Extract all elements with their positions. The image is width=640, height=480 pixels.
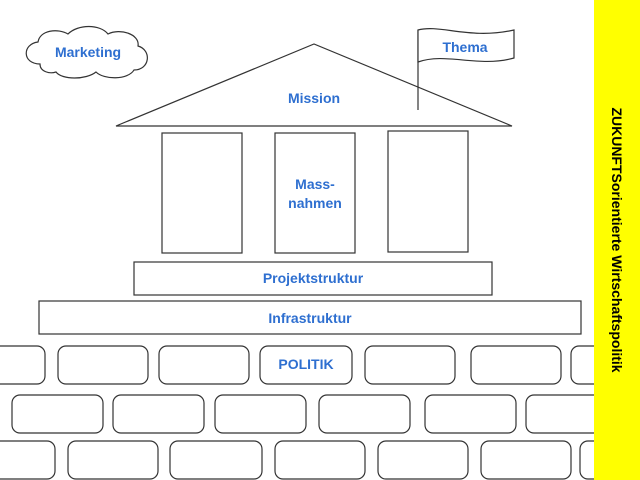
thema-label: Thema bbox=[442, 39, 488, 55]
brick bbox=[11, 394, 104, 434]
brick bbox=[158, 345, 250, 385]
brick bbox=[480, 440, 572, 480]
infrastruktur-label: Infrastruktur bbox=[268, 310, 352, 326]
marketing-label: Marketing bbox=[54, 44, 122, 60]
projektstruktur-bar bbox=[133, 261, 493, 296]
brick bbox=[364, 345, 456, 385]
brick bbox=[424, 394, 517, 434]
brick bbox=[112, 394, 205, 434]
brick bbox=[57, 345, 149, 385]
brick bbox=[470, 345, 562, 385]
brick bbox=[0, 345, 46, 385]
brick bbox=[214, 394, 307, 434]
pillar-left bbox=[161, 132, 243, 254]
projektstruktur-label: Projektstruktur bbox=[262, 270, 364, 286]
sidebar-banner: ZUKUNFTSorientierte Wirtschaftspolitik bbox=[594, 0, 640, 480]
brick bbox=[318, 394, 411, 434]
marketing-cloud-shape bbox=[25, 25, 148, 79]
sidebar-title: ZUKUNFTSorientierte Wirtschaftspolitik bbox=[609, 107, 625, 373]
mission-label: Mission bbox=[287, 90, 341, 106]
politik-label: POLITIK bbox=[278, 356, 334, 372]
flag-cloth bbox=[417, 28, 515, 63]
brick bbox=[0, 440, 56, 480]
brick-wall bbox=[0, 345, 632, 480]
pillar-middle bbox=[274, 132, 356, 254]
brick bbox=[169, 440, 263, 480]
brick bbox=[67, 440, 159, 480]
brick bbox=[274, 440, 366, 480]
brick bbox=[377, 440, 469, 480]
massnahmen-label: Mass- nahmen bbox=[288, 176, 342, 211]
politik-brick bbox=[259, 345, 353, 385]
infrastruktur-bar bbox=[38, 300, 582, 335]
pillar-right bbox=[387, 130, 469, 253]
roof-triangle bbox=[115, 43, 513, 127]
